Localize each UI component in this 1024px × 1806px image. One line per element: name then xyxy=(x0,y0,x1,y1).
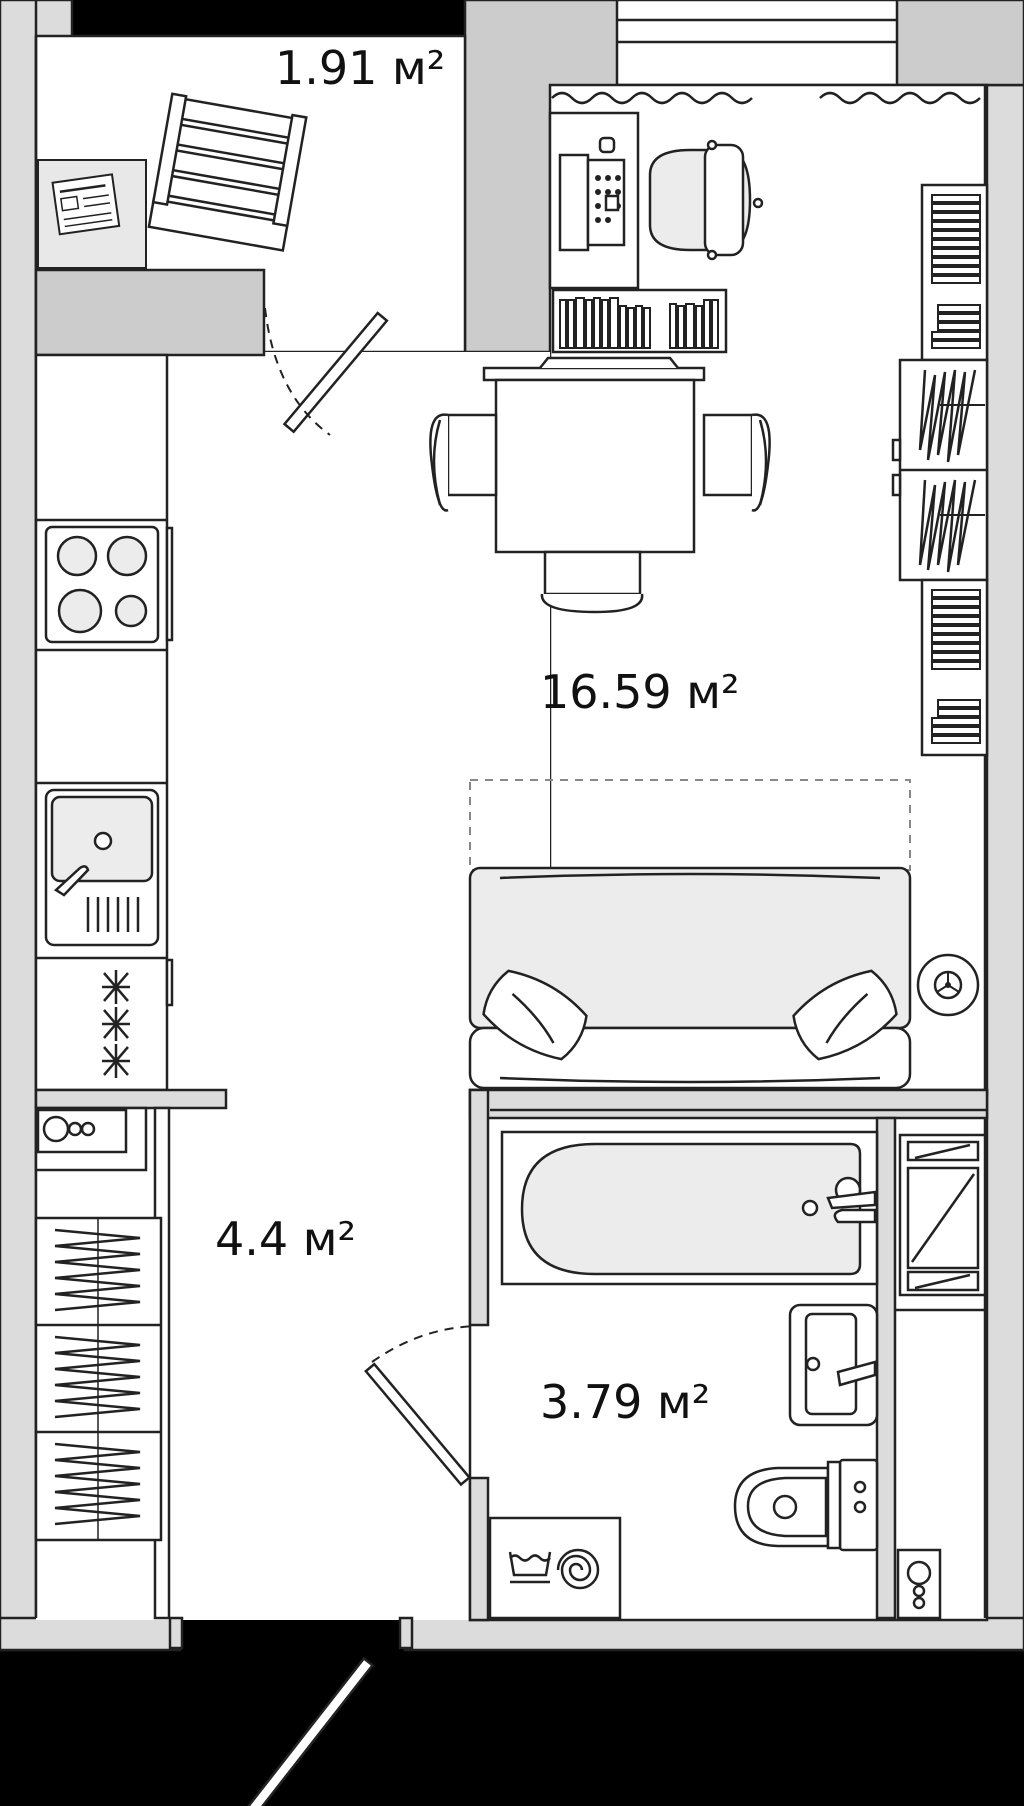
balcony-door xyxy=(264,307,389,436)
right-bookshelf-top xyxy=(920,183,989,362)
sofa-bed xyxy=(468,779,912,1090)
bathroom-cabinet xyxy=(898,1133,987,1297)
bathtub-icon xyxy=(500,1130,879,1286)
bathroom-door xyxy=(364,1325,477,1487)
curtain-left xyxy=(551,91,753,105)
fridge-vents-icon xyxy=(102,958,174,1078)
kitchen-partition xyxy=(34,1088,228,1110)
hallway-wardrobe xyxy=(34,1216,163,1542)
office-chair-icon xyxy=(648,139,764,261)
air-conditioner-icon xyxy=(916,953,980,1017)
bathroom-walls xyxy=(468,1088,989,1622)
curtain-right xyxy=(819,91,981,105)
electrical-panel-icon xyxy=(34,1106,148,1172)
wardrobe xyxy=(891,358,989,582)
dining-chair-bottom xyxy=(540,550,644,614)
stove-icon xyxy=(44,525,174,644)
laptop-icon xyxy=(595,136,621,223)
area-label-bathroom: 3.79 м² xyxy=(540,1375,710,1429)
area-label-balcony: 1.91 м² xyxy=(275,41,445,95)
newspaper-icon xyxy=(37,159,147,269)
dining-table xyxy=(482,356,706,554)
sink-icon xyxy=(44,788,160,947)
dining-chair-right xyxy=(702,413,771,512)
balcony-chair-icon xyxy=(147,92,308,252)
kitchen-counter xyxy=(34,353,169,1092)
dining-chair-left xyxy=(429,413,498,512)
desk xyxy=(548,111,764,290)
right-bookshelf-bottom xyxy=(920,578,989,757)
bookshelf xyxy=(551,288,728,354)
area-label-living-room: 16.59 м² xyxy=(540,665,739,719)
water-heater-icon xyxy=(896,1548,942,1620)
area-label-hallway: 4.4 м² xyxy=(215,1212,356,1266)
toilet-icon xyxy=(733,1458,879,1552)
entrance-door xyxy=(168,1616,414,1806)
washing-machine-icon xyxy=(488,1516,622,1620)
balcony-wall xyxy=(34,268,266,357)
washbasin-icon xyxy=(788,1303,879,1427)
